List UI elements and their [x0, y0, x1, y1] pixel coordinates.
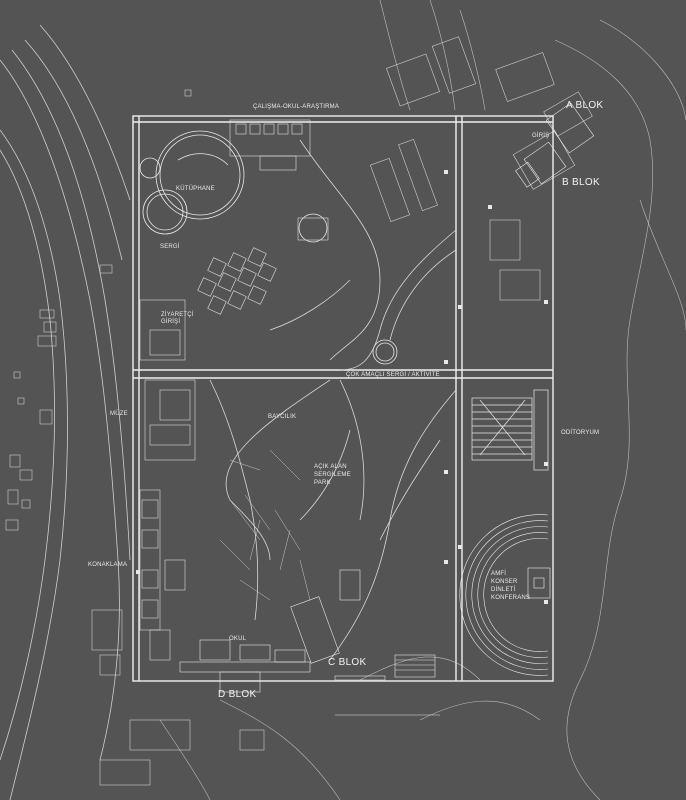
label-visitor-entrance-2: GİRİŞİ: [161, 319, 181, 325]
school-buildings: [179, 569, 440, 716]
library-circles: [139, 130, 398, 365]
label-amphi-1: AMFİ: [491, 571, 507, 577]
markers: [136, 170, 548, 604]
contour-lines: [159, 0, 686, 800]
exhibition-pavilions: [197, 247, 277, 315]
label-exhibition: SERGİ: [160, 244, 180, 250]
label-museum: MÜZE: [110, 411, 128, 417]
label-block-a: A BLOK: [566, 100, 604, 111]
label-visitor-entrance-1: ZİYARETÇİ: [161, 312, 194, 318]
label-accommodation: KONAKLAMA: [88, 562, 128, 568]
block-ab-buildings: [515, 102, 595, 188]
amphitheatre: [459, 514, 551, 676]
label-open-area-3: PARK: [314, 480, 331, 486]
auditorium: [471, 389, 549, 471]
label-amphi-2: KONSER: [491, 579, 518, 585]
label-school: OKUL: [229, 636, 247, 642]
museum-buildings: [139, 299, 196, 461]
park-paths: [209, 139, 457, 661]
label-beekeeping: BAYCILIK: [268, 414, 297, 420]
industrial-buildings: [369, 36, 593, 301]
label-multi-purpose: ÇOK AMAÇLI SERGİ / AKTİVİTE: [346, 372, 440, 378]
label-amphi-3: DİNLETİ: [491, 587, 516, 593]
accommodation-buildings: [139, 489, 186, 661]
label-block-b: B BLOK: [562, 177, 600, 188]
label-entrance: GİRİŞ: [532, 133, 550, 139]
surrounding-buildings: [5, 89, 265, 786]
label-amphi-4: KONFERANS: [491, 595, 531, 601]
label-block-d: D BLOK: [218, 689, 257, 700]
park-hatch: [219, 449, 311, 601]
label-library: KÜTÜPHANE: [176, 186, 215, 192]
label-research: ÇALIŞMA-OKUL-ARAŞTIRMA: [253, 104, 340, 110]
label-open-area-2: SERGİLEME: [314, 472, 351, 478]
label-block-c: C BLOK: [328, 657, 367, 668]
research-building: [229, 119, 329, 241]
site-frame: [132, 115, 554, 682]
label-open-area-1: AÇIK ALAN: [314, 464, 347, 470]
label-auditorium: ODİTORYUM: [561, 430, 600, 436]
highway-curves: [0, 24, 131, 800]
